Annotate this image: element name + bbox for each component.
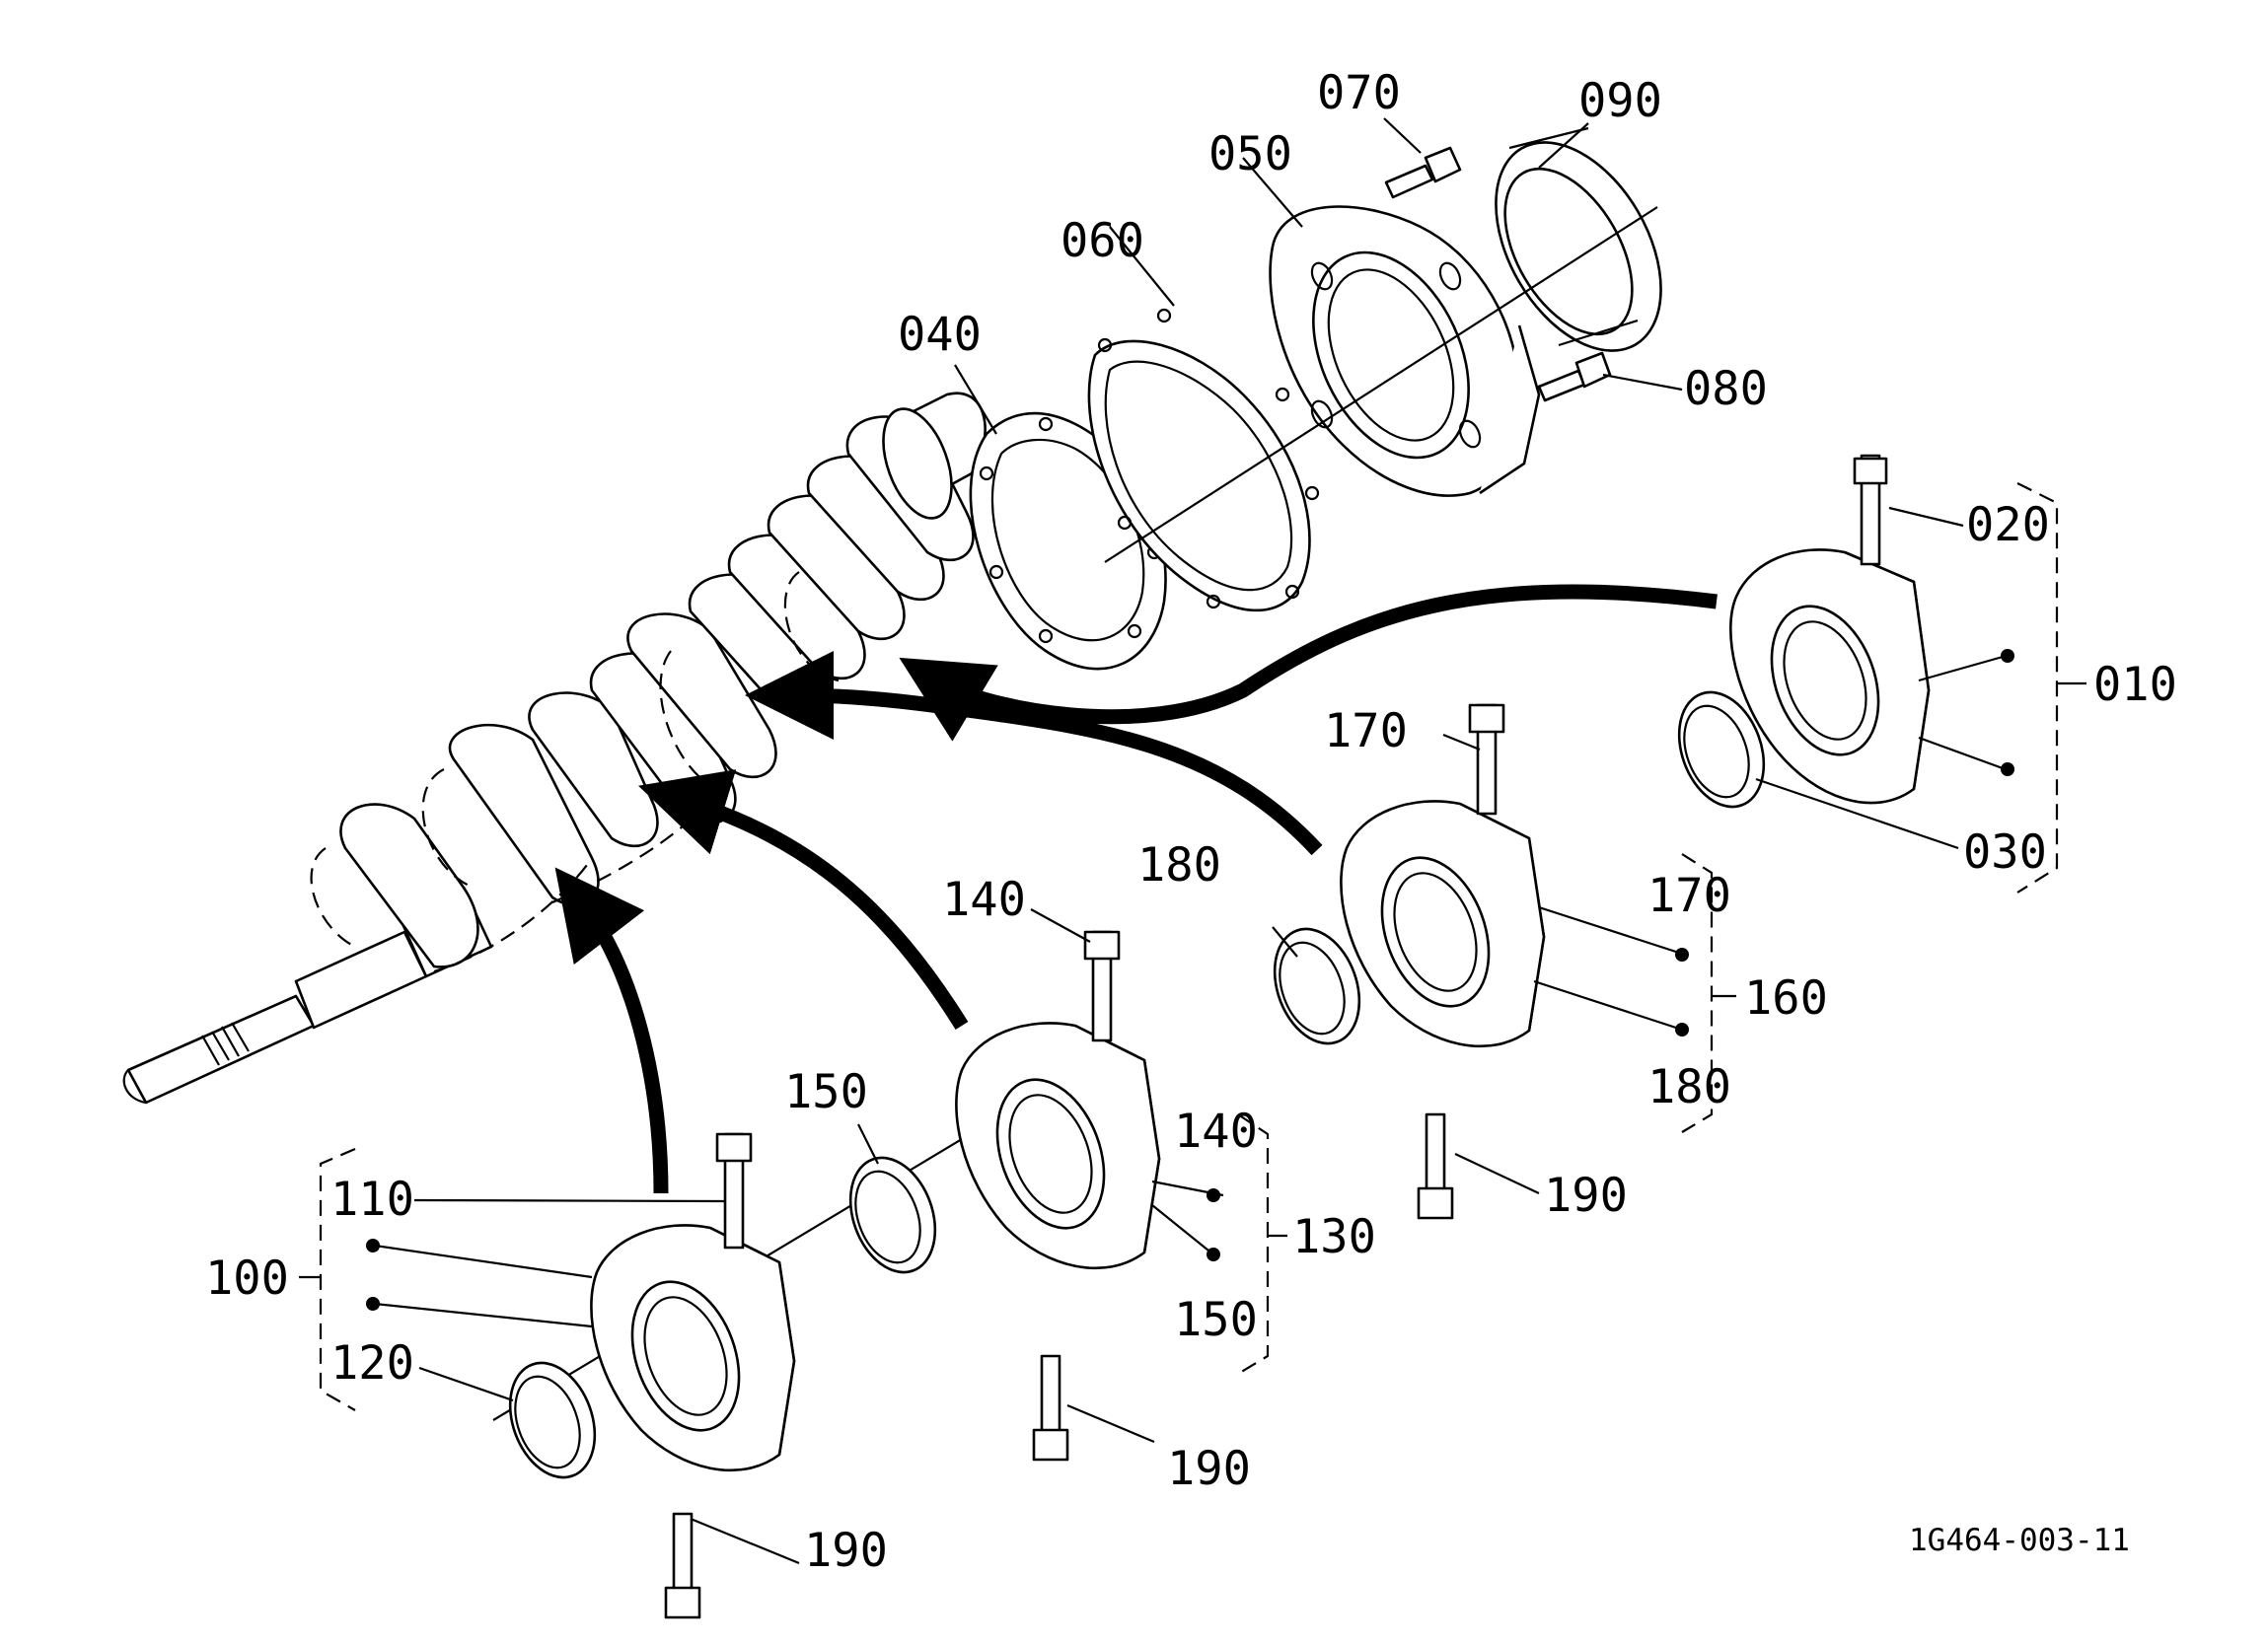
- label-130: 130: [1292, 1210, 1376, 1264]
- gasket-060: [1087, 308, 1320, 612]
- label-110: 110: [330, 1173, 414, 1227]
- bolt-020: [1853, 454, 1888, 566]
- label-190-middle: 190: [1167, 1442, 1251, 1496]
- assembly-arrows: [554, 584, 1718, 1194]
- bolt-190-middle: [1032, 1354, 1069, 1462]
- screw-080: [1537, 351, 1612, 402]
- bearing-180: [1273, 927, 1361, 1045]
- label-050: 050: [1208, 127, 1292, 181]
- bolt-110: [715, 1132, 753, 1250]
- bolt-170: [1468, 703, 1505, 816]
- seal-case-050: [1269, 205, 1541, 497]
- label-030: 030: [1963, 825, 2047, 880]
- label-160: 160: [1744, 971, 1828, 1026]
- label-170-bolt: 170: [1324, 704, 1408, 758]
- label-070: 070: [1317, 66, 1401, 120]
- label-140-group: 140: [1174, 1105, 1258, 1159]
- label-100: 100: [205, 1252, 289, 1306]
- bearing-case-160: [1340, 800, 1546, 1048]
- label-010: 010: [2093, 658, 2177, 712]
- label-020: 020: [1966, 498, 2050, 552]
- bearing-case-130: [955, 1022, 1161, 1270]
- drawing-number: 1G464-003-11: [1909, 1523, 2130, 1558]
- bolt-190-right: [1417, 1112, 1454, 1220]
- bearing-case-100: [590, 1224, 796, 1472]
- label-140-bolt: 140: [942, 873, 1026, 927]
- label-120: 120: [330, 1336, 414, 1391]
- label-040: 040: [898, 308, 982, 362]
- part-labels: 070 090 050 060 040 080 020 010 030 170 …: [205, 66, 2177, 1578]
- label-150-bearing: 150: [784, 1065, 868, 1119]
- leader-lines: [374, 117, 2004, 1565]
- label-180-group: 180: [1647, 1060, 1731, 1114]
- crankshaft: [122, 392, 987, 1105]
- label-150-group: 150: [1174, 1293, 1258, 1347]
- label-190-right: 190: [1544, 1169, 1628, 1223]
- bolt-190-left: [664, 1512, 701, 1619]
- group-brackets: [299, 482, 2086, 1411]
- bearing-150-middle: [848, 1156, 937, 1274]
- label-180-bearing: 180: [1137, 838, 1221, 893]
- oil-seal-090: [1495, 126, 1662, 352]
- label-090: 090: [1578, 74, 1662, 128]
- label-170-group: 170: [1647, 869, 1731, 923]
- label-060: 060: [1061, 214, 1144, 268]
- reference-dots: [366, 649, 2014, 1311]
- bearing-030: [1677, 690, 1766, 809]
- bearing-120: [508, 1361, 597, 1479]
- screw-070: [1384, 146, 1462, 199]
- bolt-140: [1083, 930, 1121, 1042]
- label-190-left: 190: [804, 1524, 888, 1578]
- bearing-case-010: [1729, 548, 1931, 805]
- label-080: 080: [1684, 362, 1768, 416]
